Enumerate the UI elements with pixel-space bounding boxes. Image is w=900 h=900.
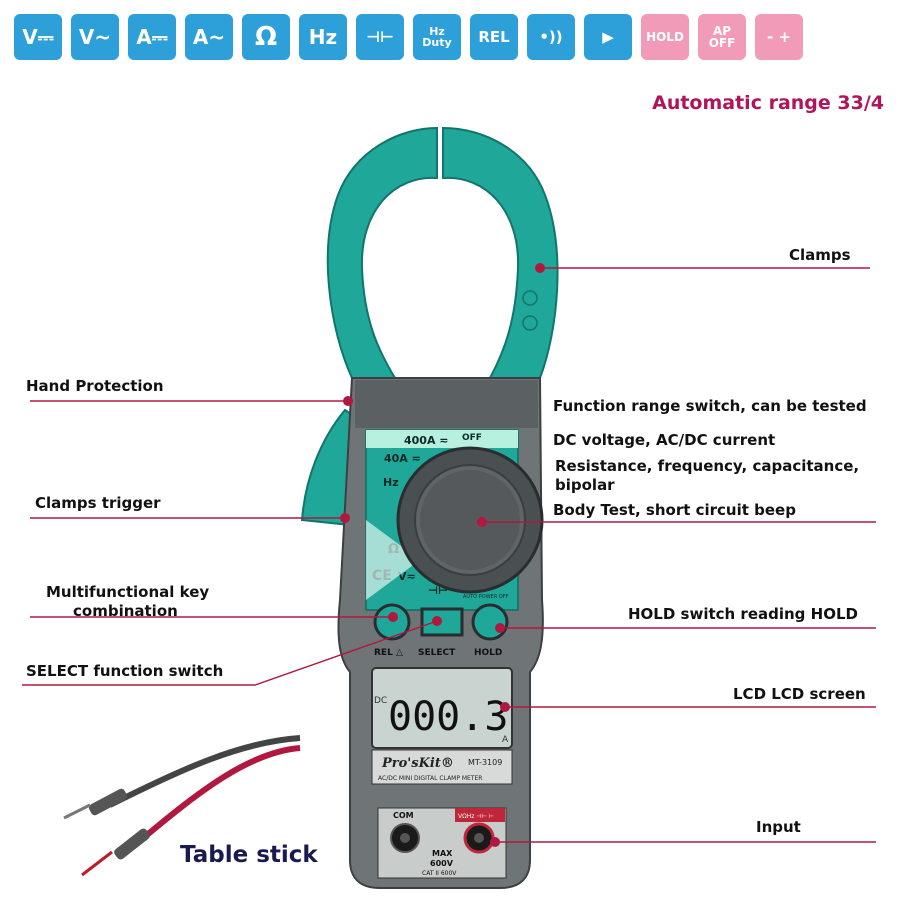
callout-lines: [22, 267, 876, 843]
dial-label-400a: 400A ≂: [404, 434, 449, 447]
dial-label-v: V≂: [398, 570, 416, 583]
callout-multifunctional-1: Multifunctional key: [46, 583, 210, 601]
callout-function-range-1: Function range switch, can be tested: [553, 397, 867, 415]
ohm-icon: Ω: [242, 14, 290, 60]
select-button-label: SELECT: [418, 648, 456, 658]
dc-current-icon: A⎓: [128, 14, 176, 60]
callout-clamps-trigger: Clamps trigger: [35, 494, 161, 512]
battery-icon: - +: [755, 14, 803, 60]
callout-select-switch: SELECT function switch: [26, 662, 224, 680]
callout-function-range-3: Resistance, frequency, capacitance,: [555, 457, 860, 475]
hertz-icon: Hz: [299, 14, 347, 60]
callout-dots: [340, 263, 545, 847]
callout-lcd-screen: LCD LCD screen: [733, 685, 866, 703]
dial-label-off: OFF: [462, 433, 482, 443]
relative-icon: REL: [470, 14, 518, 60]
callout-function-range-2: DC voltage, AC/DC current: [553, 431, 776, 449]
lcd-reading: 000.3: [388, 694, 508, 740]
callout-clamps: Clamps: [789, 246, 851, 264]
callout-table-stick: Table stick: [180, 842, 318, 868]
dial-label-40a: 40A ≂: [384, 452, 421, 465]
model-number: MT-3109: [468, 758, 502, 767]
rel-button-label: REL △: [374, 648, 403, 658]
dc-voltage-icon: V⎓: [14, 14, 62, 60]
cat-rating-label: CAT II 600V: [422, 870, 457, 877]
max-voltage-label: 600V: [430, 859, 454, 868]
callout-body-test: Body Test, short circuit beep: [553, 501, 796, 519]
hold-icon: HOLD: [641, 14, 689, 60]
lcd-screen: DC 000.3 A: [371, 667, 513, 749]
dial-label-hz: Hz: [383, 476, 399, 489]
auto-power-off-label: AUTO POWER OFF: [463, 594, 509, 600]
clamp-jaws: [326, 126, 559, 379]
ac-current-icon: A~: [185, 14, 233, 60]
brand-plate: Pro'sKit® MT-3109 AC/DC MINI DIGITAL CLA…: [371, 749, 513, 785]
input-panel: COM VΩHz ⊣⊢ ⊢ MAX 600V CAT II 600V: [377, 807, 507, 879]
max-label: MAX: [432, 849, 453, 858]
port-vohm-label: VΩHz ⊣⊢ ⊢: [458, 813, 494, 820]
hold-button[interactable]: [471, 603, 509, 641]
button-row: REL △ SELECT HOLD: [373, 603, 509, 658]
brand-logo: Pro'sKit®: [381, 756, 454, 771]
callout-hold-switch: HOLD switch reading HOLD: [628, 605, 858, 623]
lcd-dc-label: DC: [374, 696, 387, 706]
diode-icon: ▶: [584, 14, 632, 60]
callout-function-range-4: bipolar: [555, 476, 615, 494]
callout-hand-protection: Hand Protection: [26, 377, 164, 395]
select-button[interactable]: [420, 607, 464, 637]
rotary-dial[interactable]: [396, 446, 544, 594]
test-leads: [63, 735, 301, 877]
hold-button-label: HOLD: [474, 648, 502, 658]
callout-input: Input: [756, 818, 801, 836]
headline: Automatic range 33/4: [652, 92, 884, 114]
ac-voltage-icon: V~: [71, 14, 119, 60]
callout-multifunctional-2: combination: [73, 602, 178, 620]
continuity-beep-icon: •)): [527, 14, 575, 60]
capacitor-icon: ⊣⊢: [356, 14, 404, 60]
rel-button[interactable]: [373, 603, 411, 641]
meter-subtitle: AC/DC MINI DIGITAL CLAMP METER: [378, 775, 482, 782]
lcd-unit: A: [502, 735, 509, 745]
port-com-label: COM: [393, 811, 414, 820]
